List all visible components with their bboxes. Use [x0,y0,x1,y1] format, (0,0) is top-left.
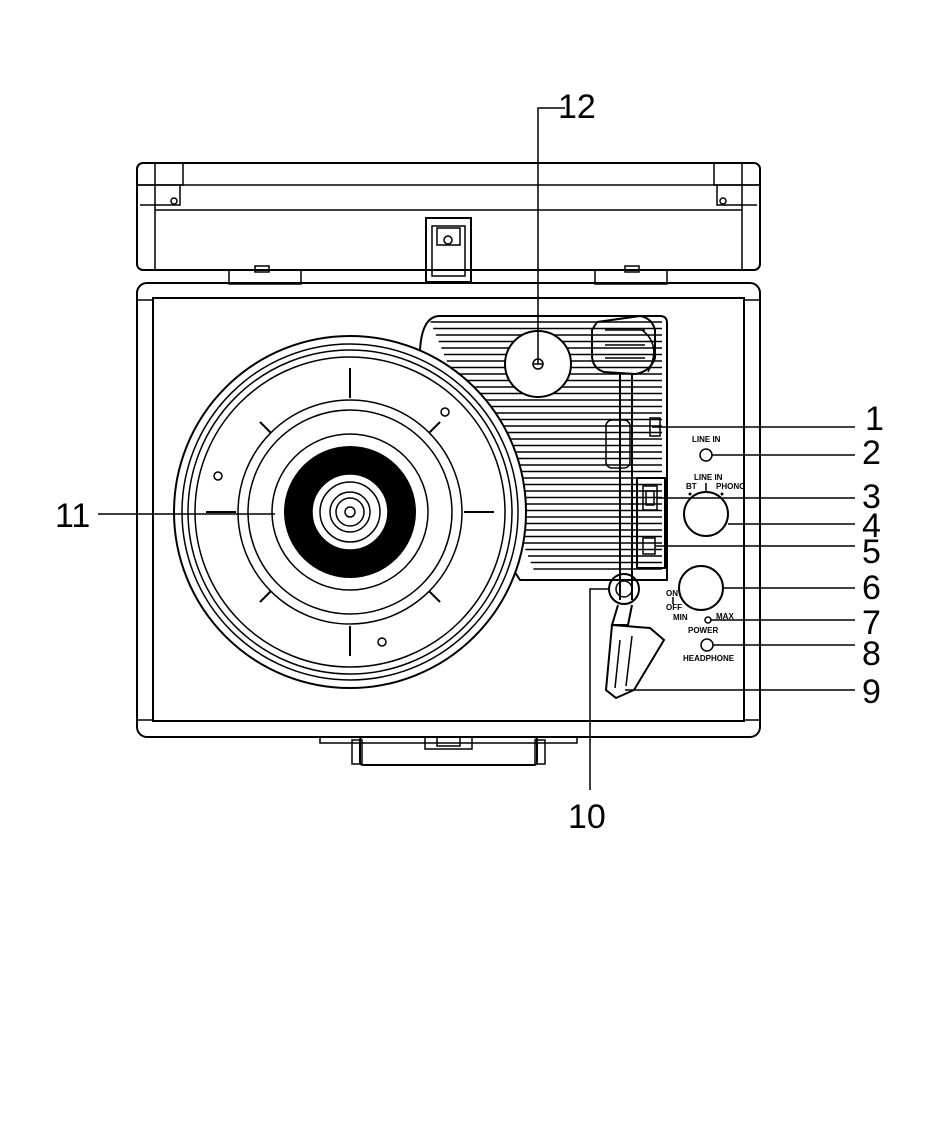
label-off: OFF [666,603,682,612]
callout-2: 2 [862,434,881,472]
label-min: MIN [673,613,688,622]
callout-8: 8 [862,635,881,673]
label-bt: BT [686,482,697,491]
lid-latch [426,218,471,282]
label-line-in-jack: LINE IN [692,435,721,444]
label-phono: PHONO [716,482,745,491]
callout-5: 5 [862,533,881,571]
line-in-jack[interactable] [700,449,712,461]
label-on: ON [666,589,678,598]
carry-handle [320,737,577,765]
callout-6: 6 [862,569,881,607]
label-headphone: HEADPHONE [683,654,735,663]
callout-1: 1 [865,400,884,438]
callout-10: 10 [568,798,606,836]
power-indicator [705,617,711,623]
platter [174,336,526,688]
headphone-jack[interactable] [701,639,713,651]
lid [137,163,760,270]
label-power: POWER [688,626,718,635]
callout-12: 12 [558,88,596,126]
label-line-in-selector: LINE IN [694,473,723,482]
callout-11: 11 [55,497,90,535]
callout-9: 9 [862,673,881,711]
